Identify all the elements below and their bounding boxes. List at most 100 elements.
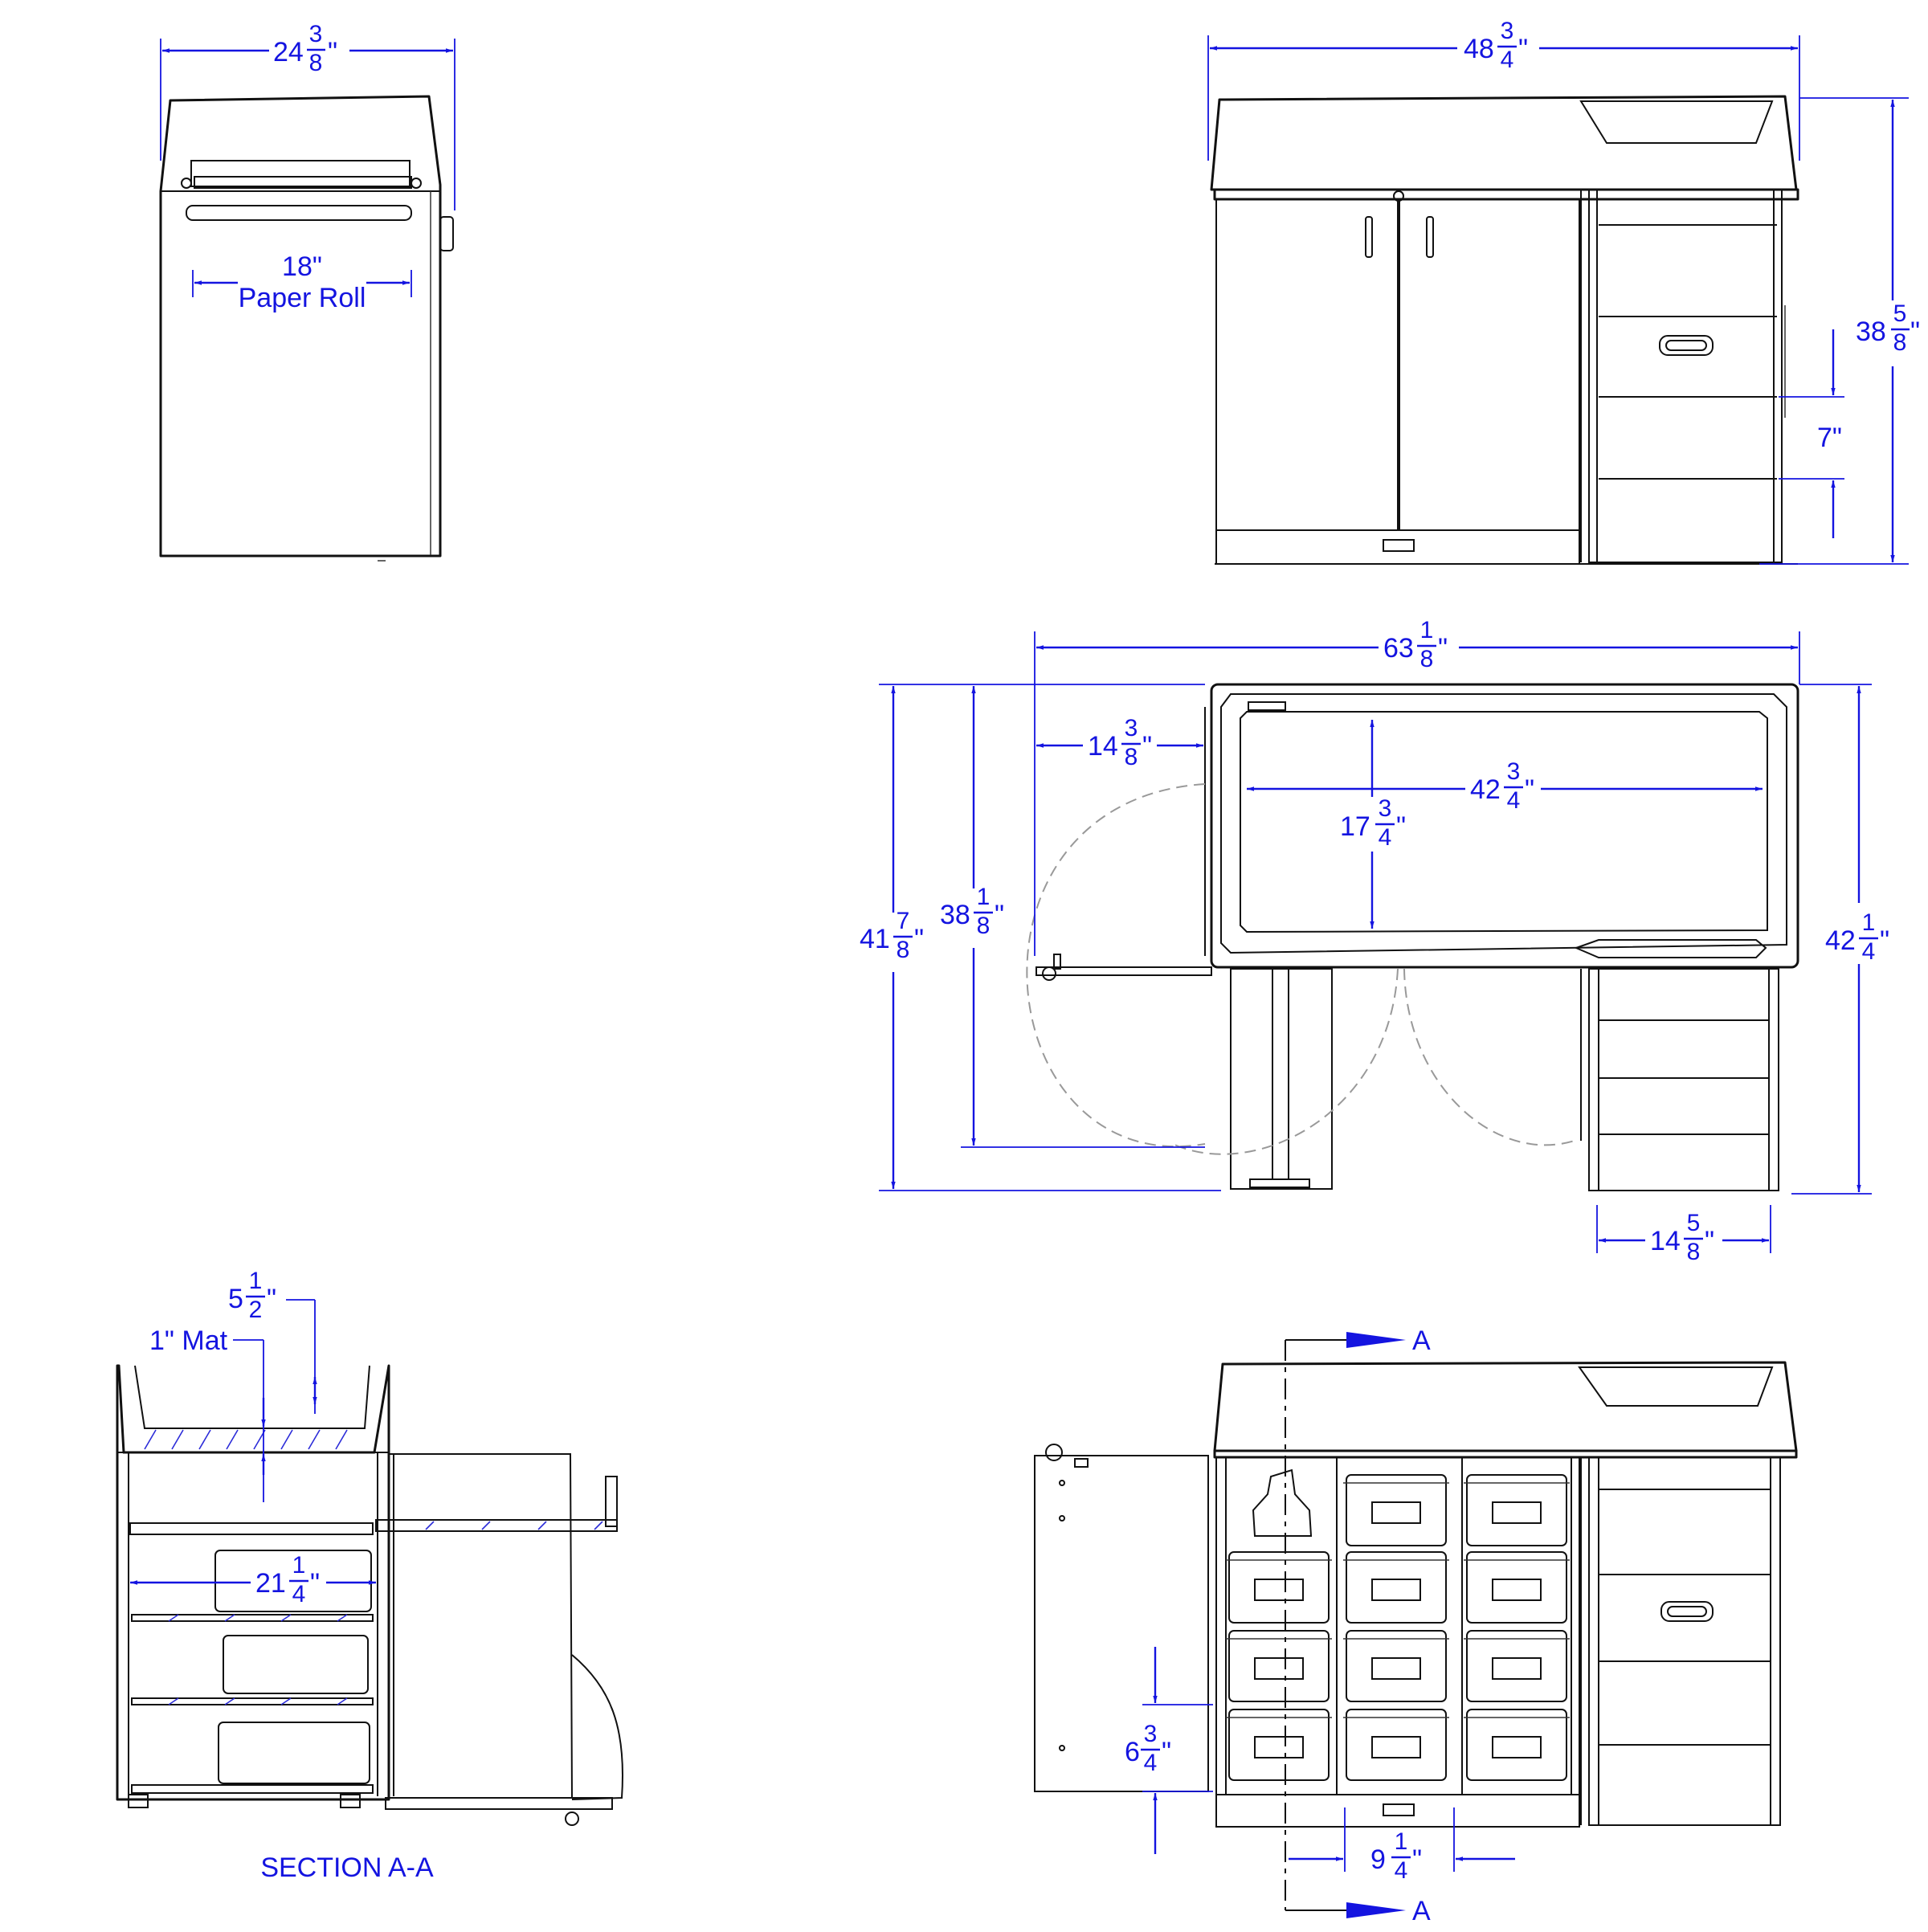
paper-roll-size: 18" bbox=[282, 251, 322, 282]
front-height-whole: 38 bbox=[1856, 317, 1886, 347]
storage-bin-label-window bbox=[1371, 1736, 1421, 1758]
mat-thickness: 1" Mat bbox=[149, 1325, 228, 1356]
bin-height-den: 4 bbox=[1144, 1750, 1158, 1776]
dim-front-height: 38 5 8 " bbox=[1759, 97, 1920, 565]
bin-width-den: 4 bbox=[1395, 1857, 1408, 1884]
dim-drawer-height: 7" bbox=[1779, 329, 1844, 538]
dim-mat-width: 17 3 4 " bbox=[1340, 720, 1406, 929]
front-width-den: 4 bbox=[1501, 47, 1514, 73]
bin-depth-num: 1 bbox=[292, 1552, 306, 1579]
side-width-num: 3 bbox=[309, 21, 323, 47]
front-open-view bbox=[1034, 1361, 1798, 1828]
section-hatching bbox=[144, 1429, 603, 1705]
door-swing-depth-unit: " bbox=[995, 900, 1004, 930]
overall-depth-left-whole: 41 bbox=[860, 924, 890, 954]
storage-bin bbox=[1346, 1474, 1447, 1546]
top-total-width-num: 1 bbox=[1420, 617, 1434, 643]
mat-length-whole: 42 bbox=[1470, 774, 1501, 805]
bin-depth-den: 4 bbox=[292, 1581, 306, 1607]
bin-height-unit: " bbox=[1162, 1737, 1171, 1767]
side-view bbox=[159, 95, 454, 562]
dim-bin-depth: 21 1 4 " bbox=[130, 1552, 376, 1607]
storage-bin bbox=[1466, 1551, 1567, 1624]
dim-front-width: 48 3 4 " bbox=[1207, 18, 1800, 161]
dim-door-swing-depth: 38 1 8 " bbox=[940, 686, 1205, 1148]
storage-bin-label-window bbox=[1254, 1736, 1304, 1758]
storage-bin bbox=[1228, 1551, 1330, 1624]
steps-width-unit: " bbox=[1705, 1226, 1714, 1256]
rail-height-whole: 5 bbox=[228, 1284, 243, 1314]
mat-width-unit: " bbox=[1396, 811, 1406, 842]
mat-width-num: 3 bbox=[1379, 795, 1392, 822]
storage-bin-label-window bbox=[1371, 1657, 1421, 1680]
top-total-width-unit: " bbox=[1438, 633, 1448, 664]
step-extension-den: 8 bbox=[1125, 744, 1138, 770]
bin-height-num: 3 bbox=[1144, 1721, 1158, 1747]
overall-depth-right-den: 4 bbox=[1862, 938, 1876, 965]
storage-bin bbox=[1228, 1630, 1330, 1702]
steps-width-whole: 14 bbox=[1650, 1226, 1681, 1256]
overall-depth-left-unit: " bbox=[914, 924, 924, 954]
mat-width-whole: 17 bbox=[1340, 811, 1370, 842]
step-extension-whole: 14 bbox=[1088, 731, 1118, 762]
front-height-unit: " bbox=[1910, 317, 1920, 347]
plan-view bbox=[1026, 683, 1799, 1191]
steps-width-num: 5 bbox=[1687, 1210, 1701, 1236]
front-height-den: 8 bbox=[1893, 329, 1907, 356]
mat-width-den: 4 bbox=[1379, 824, 1392, 851]
mat-length-den: 4 bbox=[1507, 787, 1521, 814]
dim-bin-height: 6 3 4 " bbox=[1125, 1647, 1213, 1854]
storage-bin-label-window bbox=[1254, 1579, 1304, 1601]
section-marker-top: A bbox=[1412, 1325, 1431, 1356]
overall-depth-right-whole: 42 bbox=[1825, 925, 1856, 956]
dim-step-extension: 14 3 8 " bbox=[1036, 715, 1203, 770]
section-marker-bottom: A bbox=[1412, 1896, 1431, 1926]
front-width-whole: 48 bbox=[1464, 34, 1494, 64]
storage-bin bbox=[1466, 1709, 1567, 1781]
dim-overall-depth-left: 41 7 8 " bbox=[860, 684, 1221, 1191]
rail-height-unit: " bbox=[267, 1284, 276, 1314]
paper-roll-label: Paper Roll bbox=[239, 283, 366, 313]
front-view bbox=[1210, 95, 1799, 565]
bin-width-num: 1 bbox=[1395, 1828, 1408, 1855]
bin-width-unit: " bbox=[1412, 1844, 1422, 1875]
front-height-num: 5 bbox=[1893, 300, 1907, 327]
bin-depth-whole: 21 bbox=[255, 1568, 286, 1599]
front-width-num: 3 bbox=[1501, 18, 1514, 44]
storage-bin-label-window bbox=[1371, 1501, 1421, 1524]
dim-side-width: 24 3 8 " bbox=[160, 21, 455, 210]
storage-bin-label-window bbox=[1492, 1501, 1542, 1524]
drawer-height: 7" bbox=[1817, 423, 1842, 453]
bin-width-whole: 9 bbox=[1370, 1844, 1386, 1875]
storage-bin bbox=[1466, 1474, 1567, 1546]
mat-length-num: 3 bbox=[1507, 758, 1521, 785]
storage-bin bbox=[1346, 1551, 1447, 1624]
dim-mat-length: 42 3 4 " bbox=[1247, 758, 1763, 814]
dim-bin-width: 9 1 4 " bbox=[1289, 1807, 1515, 1884]
bin-height-whole: 6 bbox=[1125, 1737, 1140, 1767]
door-swing-depth-num: 1 bbox=[977, 884, 991, 910]
storage-bin bbox=[1346, 1630, 1447, 1702]
bin-depth-unit: " bbox=[310, 1568, 320, 1599]
rail-height-den: 2 bbox=[249, 1297, 263, 1323]
top-total-width-whole: 63 bbox=[1383, 633, 1414, 664]
door-swing-depth-whole: 38 bbox=[940, 900, 970, 930]
storage-bin bbox=[1228, 1709, 1330, 1781]
overall-depth-left-den: 8 bbox=[897, 937, 910, 963]
dim-top-total-width: 63 1 8 " bbox=[1034, 617, 1800, 956]
side-width-unit: " bbox=[328, 37, 337, 67]
storage-bin-label-window bbox=[1371, 1579, 1421, 1601]
dim-steps-width: 14 5 8 " bbox=[1596, 1205, 1771, 1265]
dim-overall-depth-right: 42 1 4 " bbox=[1791, 684, 1889, 1195]
rail-height-num: 1 bbox=[249, 1268, 263, 1294]
side-width-den: 8 bbox=[309, 50, 323, 76]
front-width-unit: " bbox=[1518, 34, 1528, 64]
overall-depth-right-unit: " bbox=[1880, 925, 1889, 956]
storage-bin bbox=[1466, 1630, 1567, 1702]
bin-grid bbox=[1226, 1474, 1570, 1781]
step-extension-unit: " bbox=[1142, 731, 1152, 762]
side-width-whole: 24 bbox=[273, 37, 304, 67]
dim-paper-roll: 18" Paper Roll bbox=[192, 251, 412, 313]
dim-rail-height: 5 1 2 " bbox=[228, 1268, 317, 1414]
